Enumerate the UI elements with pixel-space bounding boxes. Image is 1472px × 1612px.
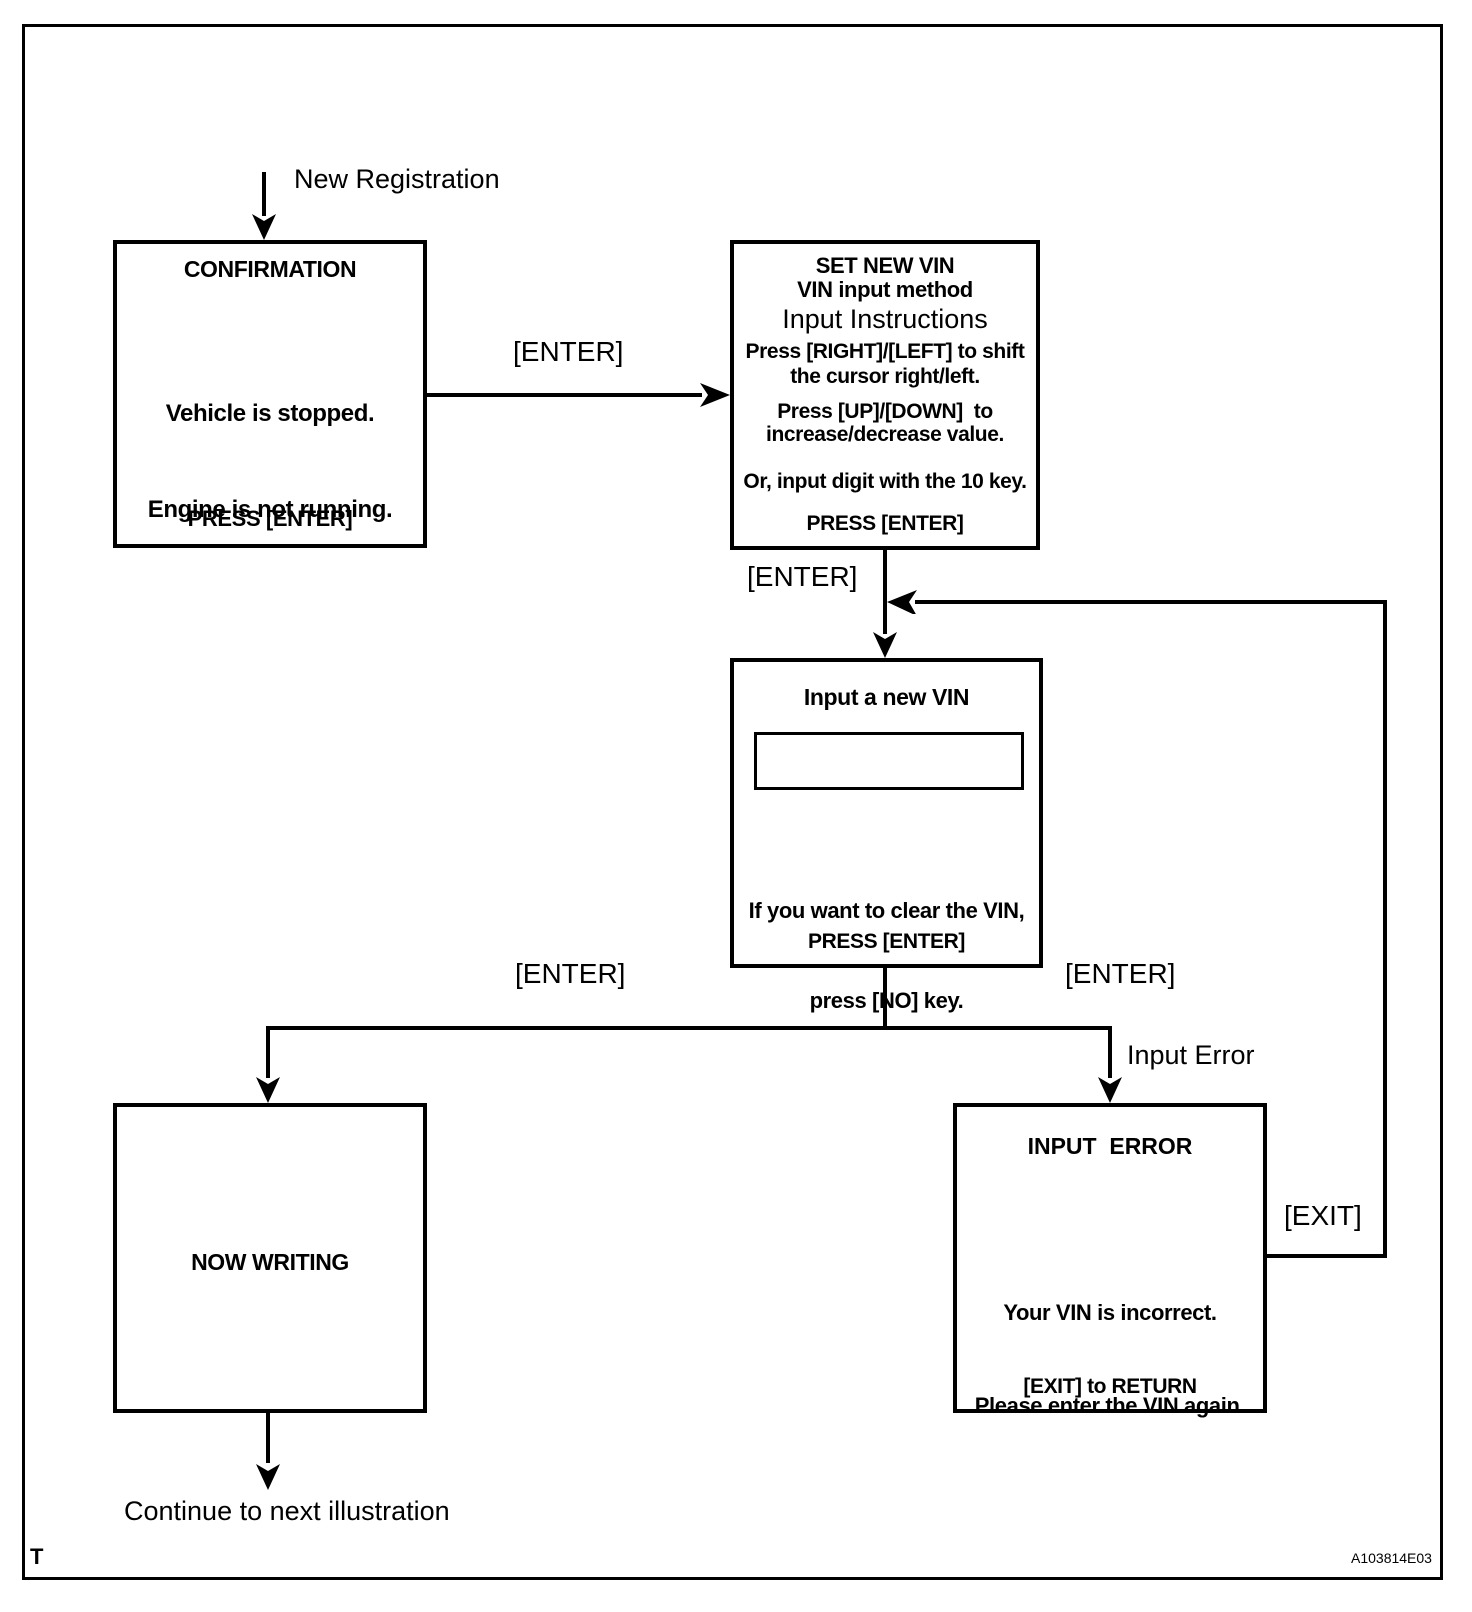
input-error-screen-box: INPUT ERROR Your VIN is incorrect. Pleas… [953, 1103, 1267, 1418]
confirmation-footer: PRESS [ENTER] [187, 506, 353, 531]
input-error-body: Your VIN is incorrect. Please enter the … [957, 1235, 1263, 1483]
arrowhead-down-icon [256, 1077, 280, 1103]
set-new-vin-instruction-line: Press [RIGHT]/[LEFT] to shift [745, 340, 1025, 363]
connector-confirm-to-vin [427, 393, 702, 397]
arrowhead-down-icon [256, 1464, 280, 1490]
input-error-footer: [EXIT] to RETURN [1023, 1375, 1197, 1398]
set-new-vin-instruction-line: Press [UP]/[DOWN] to [777, 400, 993, 423]
vin-input-field [754, 732, 1024, 790]
confirmation-body-line: Engine is not running. [147, 496, 393, 523]
confirmation-title: CONFIRMATION [183, 256, 357, 282]
connector-loop-top [915, 600, 1387, 604]
set-new-vin-screen-box: SET NEW VIN VIN input method Input Instr… [730, 240, 1040, 550]
input-vin-body: If you want to clear the VIN, press [NO]… [734, 836, 1039, 1076]
input-error-title: INPUT ERROR [1027, 1133, 1193, 1159]
input-vin-body-line: press [NO] key. [809, 988, 964, 1013]
set-new-vin-alt-instruction: Or, input digit with the 10 key. [743, 470, 1027, 493]
exit-label: [EXIT] [1284, 1200, 1362, 1231]
connector-branch-stem [883, 968, 887, 1028]
input-vin-footer: PRESS [ENTER] [808, 930, 965, 953]
input-error-branch-label: Input Error [1127, 1040, 1255, 1070]
input-vin-screen-box: Input a new VIN If you want to clear the… [730, 658, 1043, 1013]
arrowhead-left-icon [887, 590, 917, 614]
set-new-vin-title: SET NEW VIN [815, 253, 955, 278]
confirmation-body-line: Vehicle is stopped. [165, 400, 375, 427]
arrowhead-down-icon [873, 632, 897, 658]
set-new-vin-subtitle: VIN input method [797, 277, 973, 302]
set-new-vin-instruction-line: the cursor right/left. [790, 365, 980, 388]
connector-branch-right [1108, 1026, 1112, 1078]
connector-loop-bottom [1265, 1254, 1387, 1258]
input-vin-body-line: If you want to clear the VIN, [748, 898, 1025, 923]
figure-code: A103814E03 [1351, 1550, 1432, 1566]
arrowhead-right-icon [700, 383, 730, 407]
entry-label: New Registration [294, 164, 500, 194]
input-error-body-line: Please enter the VIN again. [974, 1393, 1246, 1418]
connector-entry-line [262, 172, 266, 216]
set-new-vin-subheading: Input Instructions [782, 304, 988, 334]
connector-writing-exit [266, 1413, 270, 1463]
continue-note: Continue to next illustration [124, 1496, 450, 1526]
confirmation-body: Vehicle is stopped. Engine is not runnin… [117, 334, 423, 590]
input-error-body-line: Your VIN is incorrect. [1003, 1300, 1217, 1325]
set-new-vin-instruction-line: increase/decrease value. [766, 423, 1004, 446]
enter-label-vin-to-input: [ENTER] [747, 561, 858, 592]
enter-label-confirm-to-vin: [ENTER] [513, 336, 624, 367]
connector-branch-horizontal [266, 1026, 1112, 1030]
arrowhead-down-icon [1098, 1077, 1122, 1103]
confirmation-screen-box: CONFIRMATION Vehicle is stopped. Engine … [113, 240, 427, 548]
corner-mark: T [30, 1544, 44, 1569]
input-vin-title: Input a new VIN [803, 684, 970, 710]
connector-vin-to-input [883, 550, 887, 634]
arrowhead-down-icon [252, 214, 276, 240]
now-writing-screen-box: NOW WRITING [113, 1103, 427, 1413]
enter-label-to-writing: [ENTER] [515, 958, 626, 989]
connector-branch-left [266, 1026, 270, 1078]
set-new-vin-footer: PRESS [ENTER] [806, 512, 964, 535]
enter-label-to-error: [ENTER] [1065, 958, 1176, 989]
now-writing-title: NOW WRITING [191, 1249, 349, 1275]
connector-loop-right [1383, 600, 1387, 1256]
